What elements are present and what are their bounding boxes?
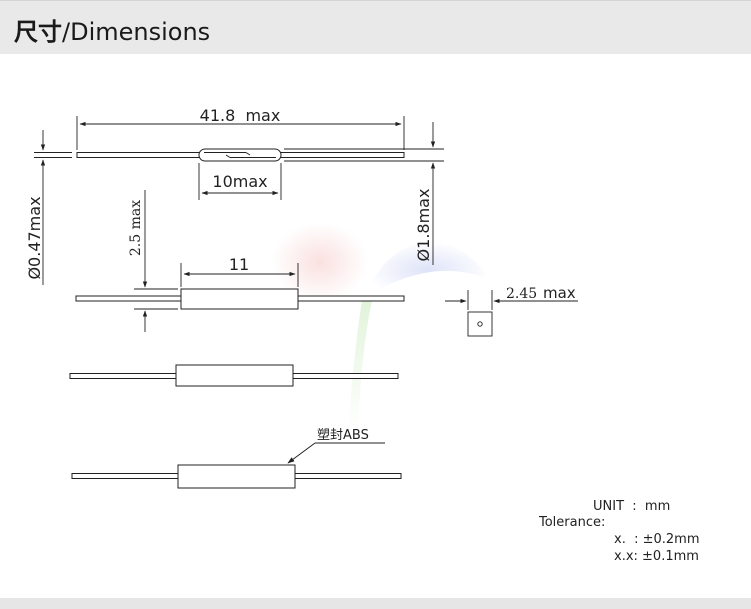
lead-diameter-label: Ø0.47max [25, 196, 44, 279]
tolerance-x: x. : ±0.2mm [614, 532, 700, 547]
glass-length-label: 10max [212, 172, 267, 191]
body-height-dimension [134, 190, 178, 332]
glass-length-dimension [198, 163, 282, 200]
glass-diameter-dimension [284, 122, 444, 265]
reed-switch-side-view [75, 288, 405, 310]
body-length-dimension [180, 263, 299, 287]
end-view [445, 290, 578, 337]
watermark-logo [272, 222, 490, 430]
header-bar: 尺寸/Dimensions [0, 0, 751, 54]
title-en: Dimensions [70, 18, 211, 46]
body-length-label: 11 [229, 255, 249, 274]
reed-switch-view-4 [71, 442, 402, 489]
reed-switch-view-3 [69, 364, 399, 387]
tolerance-label: Tolerance: [539, 515, 606, 530]
page-title: 尺寸/Dimensions [14, 12, 210, 47]
square-max-label: max [543, 284, 576, 302]
tolerance-xx: x.x: ±0.1mm [614, 549, 699, 564]
overall-length-label: 41.8 max [200, 106, 281, 125]
body-height-label: 2.5 max [128, 200, 144, 256]
unit-note: UNIT : mm [593, 499, 671, 514]
footer-bar [0, 598, 751, 609]
material-label: 塑封ABS [317, 428, 369, 443]
glass-diameter-label: Ø1.8max [414, 189, 433, 262]
reed-switch-top-view [76, 148, 405, 162]
overall-length-dimension [76, 116, 405, 150]
square-size-label: 2.45 [506, 286, 537, 302]
title-cn: 尺寸 [14, 18, 62, 46]
title-separator: / [62, 18, 71, 46]
lead-diameter-dimension [34, 130, 72, 285]
